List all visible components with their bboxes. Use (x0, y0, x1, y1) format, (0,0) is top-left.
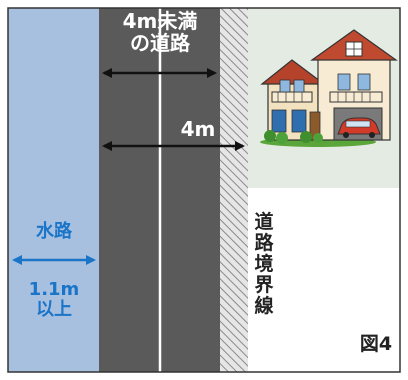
waterway-width-label: 1.1m 以上 (14, 280, 94, 320)
road-label-top: 4m未満 の道路 (104, 10, 216, 54)
boundary-char-2: 路 (254, 231, 274, 254)
road-width-label: 4m (180, 117, 216, 141)
waterway-width-qualifier: 以上 (36, 298, 72, 320)
boundary-char-4: 界 (254, 273, 274, 296)
waterway (8, 8, 99, 372)
road-label-line-1: 4m未満 (122, 9, 198, 33)
diagram-frame (7, 7, 401, 373)
waterway-width-value: 1.1m (28, 279, 80, 300)
boundary-label: 道 路 境 界 線 (252, 212, 276, 316)
figure-label: 図4 (359, 333, 393, 355)
boundary-char-1: 道 (254, 211, 274, 233)
boundary-char-5: 線 (254, 294, 274, 317)
car-icon (337, 117, 381, 138)
boundary-char-3: 境 (254, 252, 274, 275)
waterway-label: 水路 (36, 221, 72, 242)
road-label-line-2: の道路 (130, 31, 190, 55)
road-boundary-strip (220, 8, 248, 372)
